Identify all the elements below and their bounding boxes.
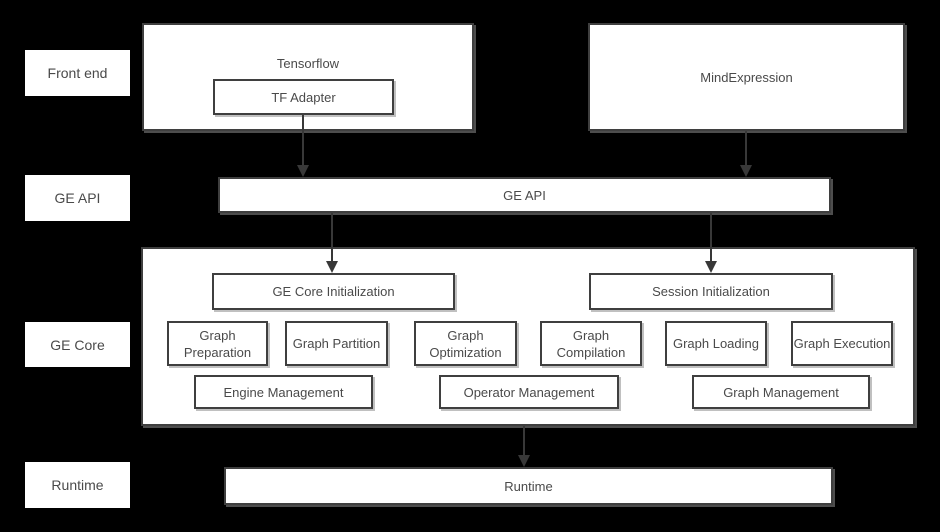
operator-management-box: Operator Management (439, 375, 619, 409)
row-label-ge-core: GE Core (25, 322, 130, 367)
ge-core-container: GE Core Initialization Session Initializ… (141, 247, 915, 426)
graph-optimization-box: Graph Optimization (414, 321, 517, 366)
row-label-ge-api: GE API (25, 175, 130, 221)
session-initialization-box: Session Initialization (589, 273, 833, 310)
arrow-line (302, 115, 304, 166)
graph-compilation-box: Graph Compilation (540, 321, 642, 366)
runtime-bar: Runtime (224, 467, 833, 505)
arrow-line (745, 131, 747, 166)
arrow-line (710, 213, 712, 262)
ge-core-initialization-box: GE Core Initialization (212, 273, 455, 310)
graph-management-box: Graph Management (692, 375, 870, 409)
tensorflow-box: Tensorflow TF Adapter (142, 23, 474, 131)
tensorflow-title: Tensorflow (276, 56, 340, 71)
arrow-head-icon (326, 261, 338, 273)
arrow-line (523, 426, 525, 456)
arrow-line (331, 213, 333, 262)
arrow-head-icon (740, 165, 752, 177)
row-label-runtime: Runtime (25, 462, 130, 508)
arrow-head-icon (297, 165, 309, 177)
graph-loading-box: Graph Loading (665, 321, 767, 366)
row-label-front-end: Front end (25, 50, 130, 96)
arrow-head-icon (705, 261, 717, 273)
ge-api-bar: GE API (218, 177, 831, 213)
graph-partition-box: Graph Partition (285, 321, 388, 366)
arrow-head-icon (518, 455, 530, 467)
graph-execution-box: Graph Execution (791, 321, 893, 366)
engine-management-box: Engine Management (194, 375, 373, 409)
mindexpression-box: MindExpression (588, 23, 905, 131)
graph-preparation-box: Graph Preparation (167, 321, 268, 366)
tf-adapter-box: TF Adapter (213, 79, 394, 115)
